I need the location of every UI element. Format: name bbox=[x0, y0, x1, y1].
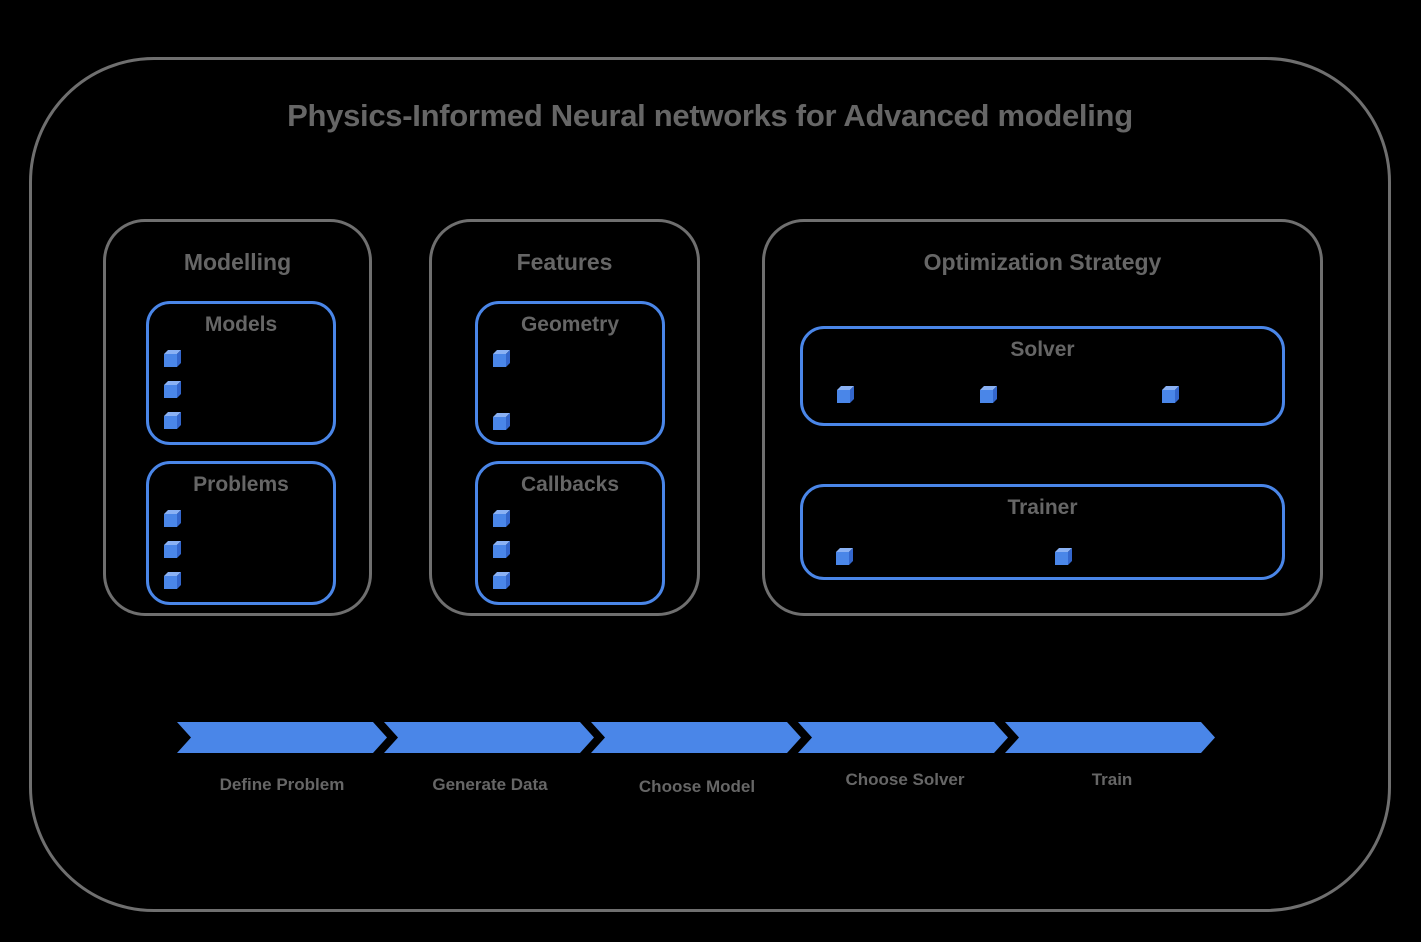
diagram-title: Physics-Informed Neural networks for Adv… bbox=[287, 98, 1133, 133]
cube-icon bbox=[1055, 548, 1072, 565]
workflow-step-train: Train bbox=[1091, 770, 1133, 789]
box-problems-items bbox=[164, 510, 181, 589]
flow-arrow-segment bbox=[591, 722, 801, 753]
box-models-title: Models bbox=[204, 313, 278, 336]
flow-arrow-segment bbox=[798, 722, 1008, 753]
diagram-outer-frame bbox=[29, 57, 1391, 912]
box-geometry: Geometry bbox=[475, 301, 665, 445]
box-models-items bbox=[164, 350, 181, 429]
group-features-title: Features bbox=[516, 249, 613, 275]
cube-icon bbox=[836, 548, 853, 565]
box-models: Models bbox=[146, 301, 336, 445]
flow-arrow-segment bbox=[1005, 722, 1215, 753]
cube-icon bbox=[493, 572, 510, 589]
cube-icon bbox=[164, 412, 181, 429]
workflow-step-labels: Define Problem Generate Data Choose Mode… bbox=[0, 770, 1421, 805]
group-modelling-title: Modelling bbox=[183, 249, 292, 275]
box-callbacks: Callbacks bbox=[475, 461, 665, 605]
cube-icon bbox=[1162, 386, 1179, 403]
flow-arrow-segment bbox=[177, 722, 387, 753]
box-callbacks-items bbox=[493, 510, 510, 589]
box-geometry-items bbox=[493, 350, 510, 430]
cube-icon bbox=[493, 413, 510, 430]
box-geometry-title: Geometry bbox=[520, 313, 620, 336]
box-trainer-title: Trainer bbox=[1007, 496, 1078, 519]
box-solver-items bbox=[803, 386, 1282, 403]
box-solver-title: Solver bbox=[1010, 338, 1075, 361]
cube-icon bbox=[837, 386, 854, 403]
cube-icon bbox=[493, 350, 510, 367]
box-solver: Solver bbox=[800, 326, 1285, 426]
cube-icon bbox=[164, 350, 181, 367]
cube-icon bbox=[980, 386, 997, 403]
group-modelling: Modelling Models Problems bbox=[103, 219, 372, 616]
workflow-step-generate-data: Generate Data bbox=[432, 775, 548, 794]
cube-icon bbox=[493, 510, 510, 527]
group-optimization-strategy: Optimization Strategy Solver Trainer bbox=[762, 219, 1323, 616]
box-problems-title: Problems bbox=[193, 473, 289, 496]
box-problems: Problems bbox=[146, 461, 336, 605]
workflow-step-define-problem: Define Problem bbox=[219, 775, 345, 794]
cube-icon bbox=[164, 510, 181, 527]
box-trainer: Trainer bbox=[800, 484, 1285, 580]
cube-icon bbox=[164, 541, 181, 558]
workflow-arrow-band bbox=[177, 722, 1215, 753]
group-optimization-strategy-title: Optimization Strategy bbox=[923, 249, 1162, 275]
group-features: Features Geometry Callbacks bbox=[429, 219, 700, 616]
cube-icon bbox=[164, 381, 181, 398]
workflow-step-choose-solver: Choose Solver bbox=[845, 770, 965, 789]
workflow-step-choose-model: Choose Model bbox=[638, 777, 756, 796]
flow-arrow-segment bbox=[384, 722, 594, 753]
cube-icon bbox=[164, 572, 181, 589]
box-trainer-items bbox=[803, 548, 1282, 565]
box-callbacks-title: Callbacks bbox=[520, 473, 620, 496]
cube-icon bbox=[493, 541, 510, 558]
